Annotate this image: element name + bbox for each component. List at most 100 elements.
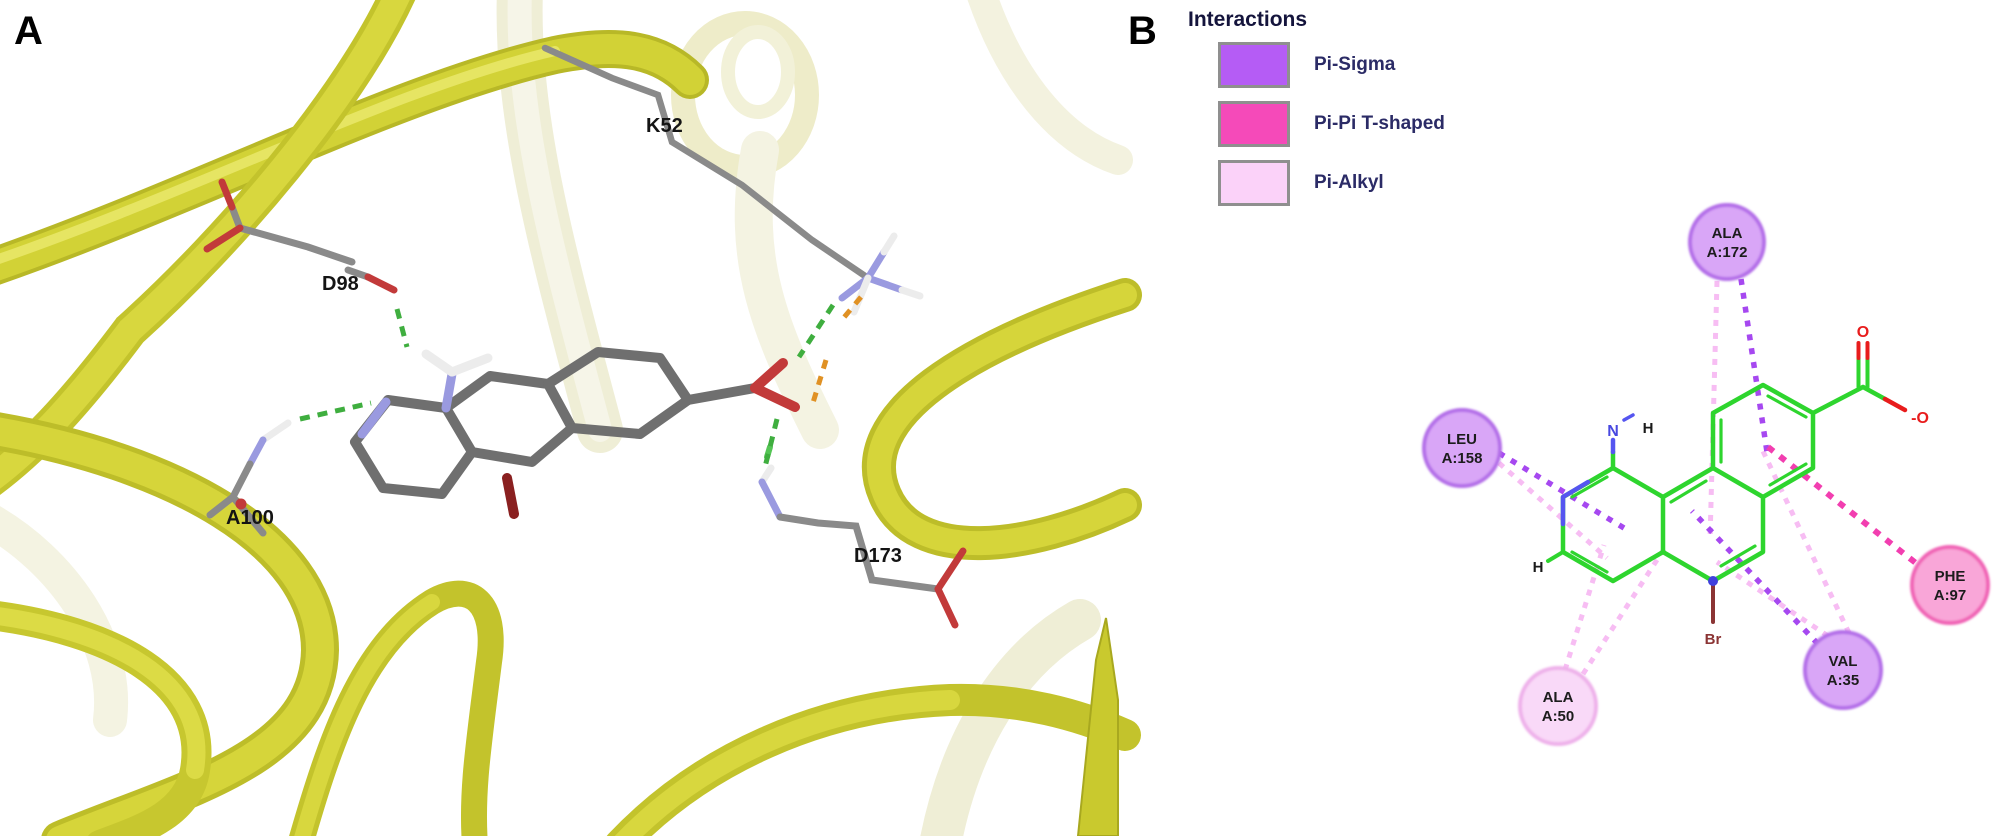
- h-label-amine: H: [1643, 420, 1654, 437]
- residue-stick-k52: [541, 44, 924, 316]
- bubble-resname: ALA: [1712, 225, 1743, 242]
- residue-bubble-ala50: ALA A:50: [1518, 666, 1598, 746]
- pi-alkyl-line-ala172: [1707, 280, 1720, 541]
- ligand-sticks: [350, 347, 800, 519]
- residue-bubble-phe97: PHE A:97: [1910, 545, 1990, 625]
- residue-stick-d98: [203, 178, 398, 294]
- residue-bubbles: ALA A:172 LEU A:158 PHE A:97 VAL A:35: [1422, 203, 1990, 746]
- ligand-ring-right: [543, 347, 693, 439]
- oxygen-atom: [235, 498, 247, 510]
- residue-bubble-ala172: ALA A:172: [1688, 203, 1766, 281]
- ribbon-bottom-center: [289, 580, 504, 836]
- ring-left: [1560, 465, 1666, 584]
- residue-bubble-val35: VAL A:35: [1803, 630, 1883, 710]
- hbond-k52-carboxylate: [796, 303, 836, 359]
- ribbon-segment: [734, 131, 839, 449]
- oxygen-minus-label: -O: [1911, 410, 1929, 427]
- residue-stick-d173: [758, 444, 967, 629]
- atom-labels: N H H Br O -O: [1533, 324, 1929, 648]
- legend-label-pi-pi: Pi-Pi T-shaped: [1314, 113, 1445, 134]
- helix-loop: [721, 25, 795, 119]
- pi-sigma-line-leu158: [1497, 450, 1626, 531]
- residue-label-a100: A100: [226, 507, 274, 529]
- ligand-carboxyl-o1: [750, 358, 788, 393]
- protein-ribbon-bright: [0, 0, 1142, 836]
- pi-sigma-line-ala172: [1738, 278, 1770, 453]
- pi-alkyl-swatch: [1218, 160, 1290, 206]
- legend-title: Interactions: [1188, 8, 1308, 31]
- ch-bond: [1546, 550, 1565, 563]
- pi-sigma-dashes: [1497, 278, 1820, 646]
- legend-row-pi-alkyl: Pi-Alkyl: [1218, 160, 1548, 206]
- salt-bridge-upper: [839, 295, 863, 323]
- residue-label-d98: D98: [322, 273, 359, 295]
- ligand-2d-structure: [1546, 341, 1908, 624]
- c-single-o-green: [1860, 384, 1888, 402]
- ribbon-right-sweep: [862, 278, 1142, 561]
- ring-middle: [1660, 465, 1766, 584]
- nitrogen-label: N: [1607, 423, 1619, 440]
- bubble-circle: [1422, 408, 1502, 488]
- ligand-carboxyl-o2: [750, 383, 800, 412]
- amine-tick: [1622, 413, 1635, 422]
- pi-alkyl-line-val35-b: [1758, 445, 1852, 635]
- ligand-amine-h1: [421, 349, 457, 377]
- ribbon-segment: [967, 0, 1133, 175]
- ring-right: [1710, 382, 1816, 500]
- bubble-circle: [1688, 203, 1766, 281]
- bubble-chain: A:97: [1934, 587, 1967, 604]
- panel-a-residue-labels: K52 D98 A100 D173: [226, 115, 902, 567]
- legend-label-pi-sigma: Pi-Sigma: [1314, 54, 1396, 75]
- bubble-chain: A:172: [1707, 244, 1748, 261]
- residue-stick-a100: [206, 419, 292, 537]
- c-single-o-red: [1882, 396, 1908, 413]
- bubble-circle: [1910, 545, 1990, 625]
- pi-alkyl-line-val35-a: [1715, 559, 1830, 639]
- bubble-resname: ALA: [1543, 689, 1574, 706]
- h-label-ring: H: [1533, 559, 1544, 576]
- pi-pi-swatch: [1218, 101, 1290, 147]
- pi-sigma-swatch: [1218, 42, 1290, 88]
- bubble-chain: A:35: [1827, 672, 1860, 689]
- ribbon-bottom-left-loop: [0, 412, 340, 836]
- hbond-d173-carboxylate: [761, 418, 780, 472]
- ligand-oxo-stub: [502, 473, 519, 519]
- pi-sigma-line-val35: [1690, 509, 1820, 646]
- c-double-o-red: [1856, 341, 1870, 360]
- bubble-resname: PHE: [1935, 568, 1966, 585]
- salt-bridge-lower: [809, 359, 829, 407]
- panel-a-letter: A: [14, 9, 43, 53]
- panel-b-diagram: N H H Br O -O ALA A:172 LEU A:158: [1128, 9, 1990, 746]
- residue-bubble-leu158: LEU A:158: [1422, 408, 1502, 488]
- residue-sticks: [203, 44, 967, 629]
- ligand-ring-nitrogen: [357, 397, 391, 439]
- hbond-d98-ligand: [394, 308, 410, 348]
- bubble-chain: A:158: [1442, 450, 1483, 467]
- salt-bridge-dashes-orange: [809, 295, 863, 407]
- legend-row-pi-pi: Pi-Pi T-shaped: [1218, 101, 1548, 147]
- legend-label-pi-alkyl: Pi-Alkyl: [1314, 172, 1384, 193]
- c-double-o-green: [1856, 356, 1870, 389]
- ring-nitrogen-bottom: [1708, 576, 1718, 586]
- panel-a-render: K52 D98 A100 D173 A: [0, 0, 1142, 836]
- br-label: Br: [1705, 631, 1722, 648]
- pi-pi-line-phe97: [1766, 444, 1928, 574]
- ligand-carboxyl-bond: [683, 383, 760, 405]
- bubble-chain: A:50: [1542, 708, 1575, 725]
- ring-nitrogen-left: [1560, 479, 1591, 527]
- carboxyl-bond: [1810, 384, 1866, 416]
- panel-b-letter: B: [1128, 9, 1157, 53]
- ligand-amine-stem: [441, 369, 457, 413]
- residue-label-d173: D173: [854, 545, 902, 567]
- hbond-a100-ligand: [299, 400, 372, 422]
- residue-label-k52: K52: [646, 115, 683, 137]
- pi-pi-dashes: [1766, 444, 1928, 574]
- beta-strand-blade: [1076, 617, 1119, 836]
- legend-row-pi-sigma: Pi-Sigma: [1218, 42, 1548, 88]
- interactions-legend: Interactions Pi-Sigma Pi-Pi T-shaped Pi-…: [1188, 8, 1548, 219]
- bubble-resname: VAL: [1829, 653, 1858, 670]
- ligand-amine-h2: [447, 353, 493, 377]
- double-bond-inners: [1570, 394, 1808, 574]
